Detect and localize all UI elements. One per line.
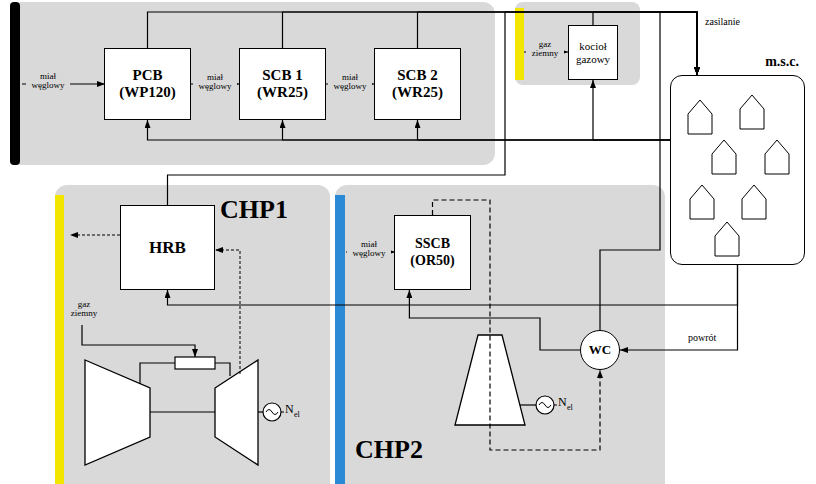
pipe-connector	[168, 12, 698, 205]
house-icon	[688, 100, 712, 134]
chp-panel: CHP2 SSCB (OR50) WC	[335, 185, 665, 484]
chp-panel: CHP1HRB	[55, 185, 330, 484]
condenser-circle: WC	[580, 330, 620, 370]
boiler-box: PCB (WP120)	[104, 48, 191, 120]
generator-wave	[266, 410, 278, 415]
house-icon	[742, 185, 766, 219]
pipe-connector	[593, 80, 670, 140]
recovery-boiler-box: HRB	[120, 205, 215, 290]
air-line	[140, 363, 175, 384]
box-label: PCB (WP120)	[111, 67, 184, 102]
coal-strip	[10, 2, 20, 165]
pipe-connector	[283, 12, 698, 75]
power-symbol: N	[558, 396, 567, 409]
boiler-box: SSCB (OR50)	[394, 215, 471, 290]
house-icon	[715, 222, 739, 256]
fuel-line	[82, 325, 195, 357]
combustor-symbol	[175, 357, 215, 369]
gas-boiler-panel	[515, 2, 640, 85]
pipe-connector	[418, 120, 671, 140]
hot-gas-line	[215, 363, 230, 376]
material-label: miał węglowy	[26, 72, 70, 91]
generator-symbol	[263, 403, 281, 421]
network-ground	[670, 75, 805, 265]
box-label: SSCB (OR50)	[401, 236, 464, 268]
gas-boiler-box: kocioł gazowy	[568, 25, 618, 80]
generator-symbol	[536, 396, 554, 414]
material-label: miał węglowy	[347, 240, 391, 259]
edge-label: miał węglowy	[193, 72, 237, 93]
edge-label: miał węglowy	[328, 72, 372, 93]
box-label: WC	[589, 343, 611, 358]
shaft-line	[150, 411, 215, 412]
pipe-connector	[620, 265, 738, 350]
flue-gas-line	[70, 235, 120, 236]
chp-panel-ground	[335, 185, 665, 484]
edge-label: zasilanie	[705, 16, 740, 29]
edge-label: powrót	[688, 332, 716, 345]
box-label: SCB 2 (WR25)	[381, 67, 454, 102]
heating-network: m.s.c.	[670, 48, 805, 265]
box-label: HRB	[149, 238, 186, 258]
power-line	[281, 412, 284, 413]
power-symbol: N	[285, 403, 294, 416]
power-subscript: el	[567, 404, 573, 412]
shaft-line	[258, 411, 263, 412]
coal-strip	[335, 195, 345, 484]
boiler-box: SCB 2 (WR25)	[374, 48, 461, 120]
generator-wave	[539, 403, 551, 408]
box-label: kocioł gazowy	[572, 40, 614, 65]
exhaust-line	[215, 250, 240, 374]
pipe-connector	[148, 120, 671, 140]
gas-strip	[515, 8, 524, 80]
gas-turbine-symbol	[215, 360, 258, 465]
power-subscript: el	[294, 411, 300, 419]
panel-title: CHP1	[220, 195, 288, 225]
pipe-connector	[409, 290, 580, 350]
fuel-label: gaz ziemny	[526, 40, 564, 59]
network-label: m.s.c.	[765, 48, 805, 75]
network-frame	[670, 75, 805, 265]
gas-strip	[55, 195, 64, 484]
boiler-box: SCB 1 (WR25)	[239, 48, 326, 120]
shaft-line	[520, 404, 536, 405]
house-icon	[765, 140, 789, 174]
power-line	[554, 405, 557, 406]
house-icon	[690, 185, 714, 219]
house-icon	[712, 140, 736, 174]
fuel-label: gaz ziemny	[66, 300, 102, 319]
house-icon	[740, 95, 764, 129]
pipe-connector	[283, 120, 671, 140]
chp-panel-ground	[55, 185, 330, 484]
panel-title: CHP2	[355, 435, 423, 465]
box-label: SCB 1 (WR25)	[246, 67, 319, 102]
